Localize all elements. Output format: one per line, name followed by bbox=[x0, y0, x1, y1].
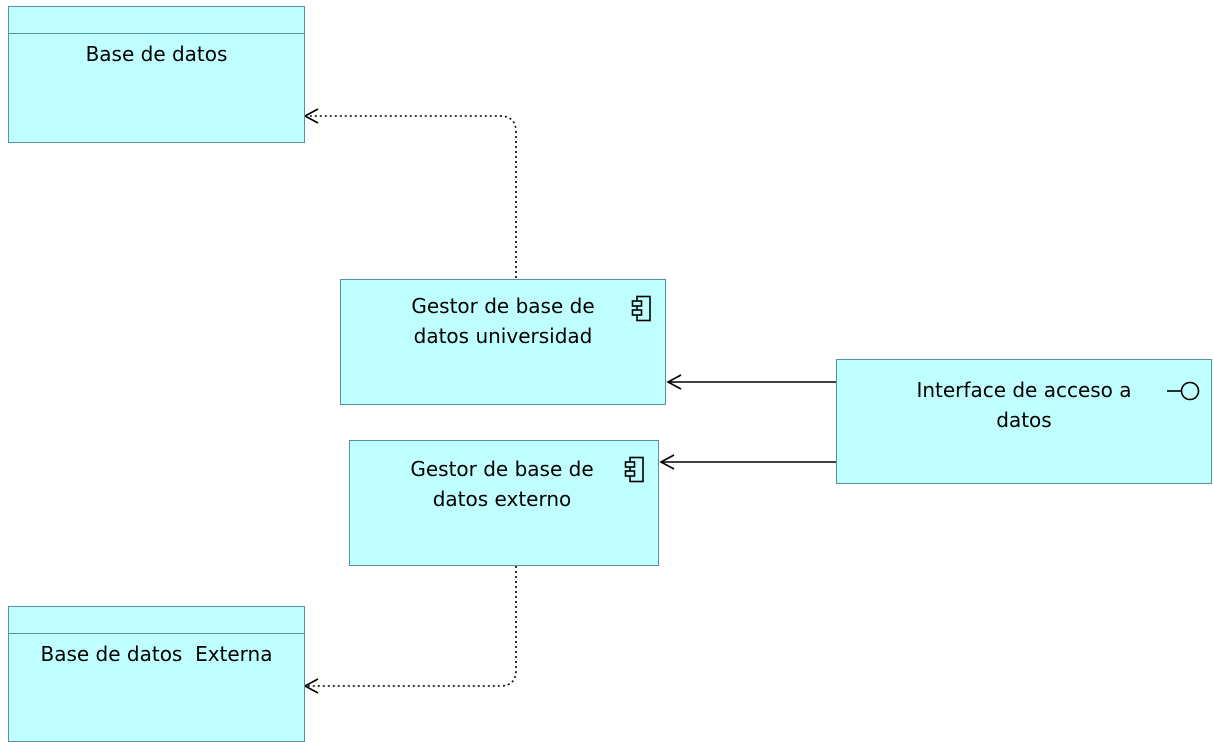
connector-gestor-externo-to-base-de-datos-externa[interactable] bbox=[303, 566, 517, 694]
arrowhead-icon bbox=[659, 454, 675, 470]
node-label: Base de datos bbox=[85, 42, 228, 66]
connector-gestor-universidad-to-base-de-datos[interactable] bbox=[303, 108, 517, 278]
node-gestor-base-datos-externo[interactable]: Gestor de base de datos externo bbox=[349, 440, 659, 566]
arrowhead-icon bbox=[303, 678, 319, 694]
node-header-band bbox=[9, 7, 304, 34]
arrowhead-icon bbox=[303, 108, 319, 124]
component-icon bbox=[624, 456, 644, 483]
interface-icon bbox=[1167, 381, 1200, 401]
node-label: Interface de acceso a datos bbox=[916, 378, 1132, 432]
node-gestor-base-datos-universidad[interactable]: Gestor de base de datos universidad bbox=[340, 279, 666, 405]
node-base-de-datos[interactable]: Base de datos bbox=[8, 6, 305, 143]
node-label: Gestor de base de datos externo bbox=[410, 457, 594, 511]
arrowhead-icon bbox=[666, 374, 682, 390]
node-label: Gestor de base de datos universidad bbox=[411, 294, 595, 348]
node-interface-acceso-datos[interactable]: Interface de acceso a datos bbox=[836, 359, 1212, 484]
node-label: Base de datos Externa bbox=[40, 642, 273, 666]
node-header-band bbox=[9, 607, 304, 634]
connector-interface-to-gestor-externo[interactable] bbox=[659, 454, 836, 470]
component-icon bbox=[631, 295, 651, 322]
node-base-de-datos-externa[interactable]: Base de datos Externa bbox=[8, 606, 305, 742]
connector-interface-to-gestor-universidad[interactable] bbox=[666, 374, 836, 390]
